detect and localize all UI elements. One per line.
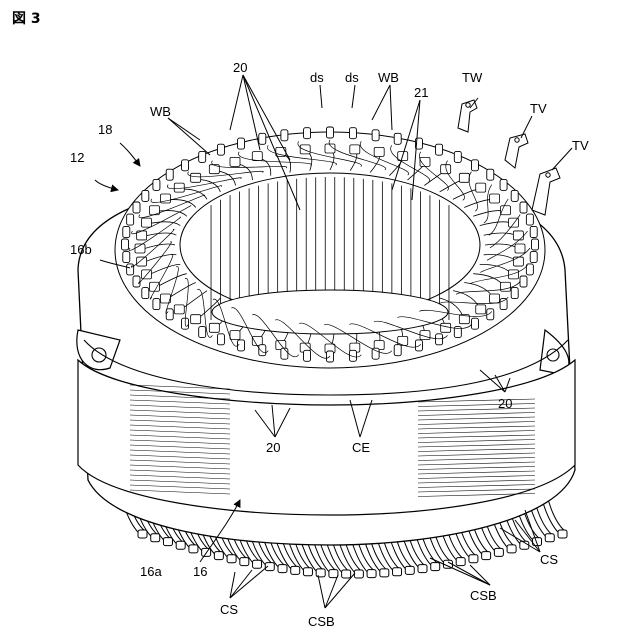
label-cs-left: CS	[220, 602, 238, 617]
label-csb-bottom: CSB	[308, 614, 335, 629]
label-csb-right: CSB	[470, 588, 497, 603]
label-ce: CE	[352, 440, 370, 455]
label-tw: TW	[462, 70, 483, 85]
label-wb-left: WB	[150, 104, 171, 119]
label-12: 12	[70, 150, 84, 165]
label-18: 18	[98, 122, 112, 137]
label-20-top: 20	[233, 60, 247, 75]
bolt-hole-left	[92, 348, 106, 362]
label-21: 21	[414, 85, 428, 100]
label-16a: 16a	[140, 564, 162, 579]
label-16b: 16b	[70, 242, 92, 257]
label-wb-top: WB	[378, 70, 399, 85]
label-16: 16	[193, 564, 207, 579]
label-ds-1: ds	[310, 70, 324, 85]
label-ds-2: ds	[345, 70, 359, 85]
top-coil-end	[115, 127, 545, 368]
label-20-right: 20	[498, 396, 512, 411]
label-cs-right: CS	[540, 552, 558, 567]
label-20-front: 20	[266, 440, 280, 455]
label-tv-2: TV	[572, 138, 589, 153]
label-tv-1: TV	[530, 101, 547, 116]
